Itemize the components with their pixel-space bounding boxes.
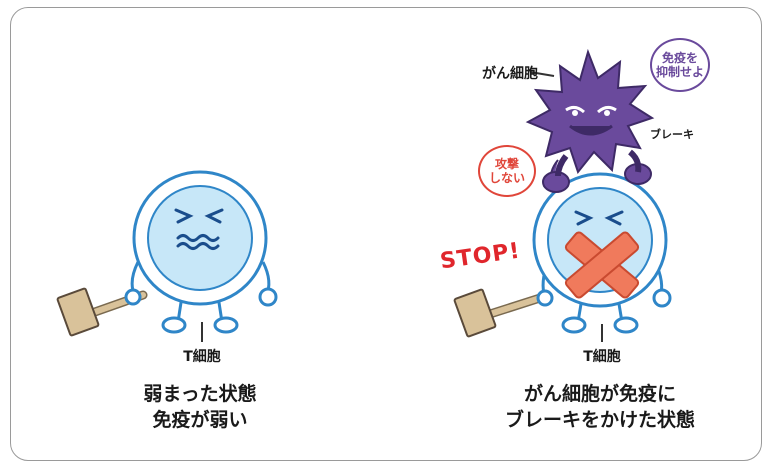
right-hammer-icon — [453, 288, 545, 338]
left-t-cell — [56, 170, 278, 342]
suppress-immunity-bubble: 免疫を 抑制せよ — [650, 38, 710, 92]
cancer-cell — [525, 48, 655, 193]
x-mark-icon — [564, 231, 640, 299]
no-attack-bubble: 攻撃 しない — [478, 145, 536, 197]
cancer-cell-label: がん細胞 — [482, 66, 538, 82]
left-caption-line1: 弱まった状態 — [143, 383, 257, 405]
right-t-cell-label: T細胞 — [583, 349, 621, 365]
left-caption-line2: 免疫が弱い — [152, 409, 248, 431]
right-caption-line1: がん細胞が免疫に — [523, 383, 676, 405]
brake-label: ブレーキ — [650, 128, 694, 141]
right-caption-line2: ブレーキをかけた状態 — [504, 409, 695, 431]
right-t-cell — [453, 172, 672, 342]
left-t-cell-label: T細胞 — [183, 349, 221, 365]
